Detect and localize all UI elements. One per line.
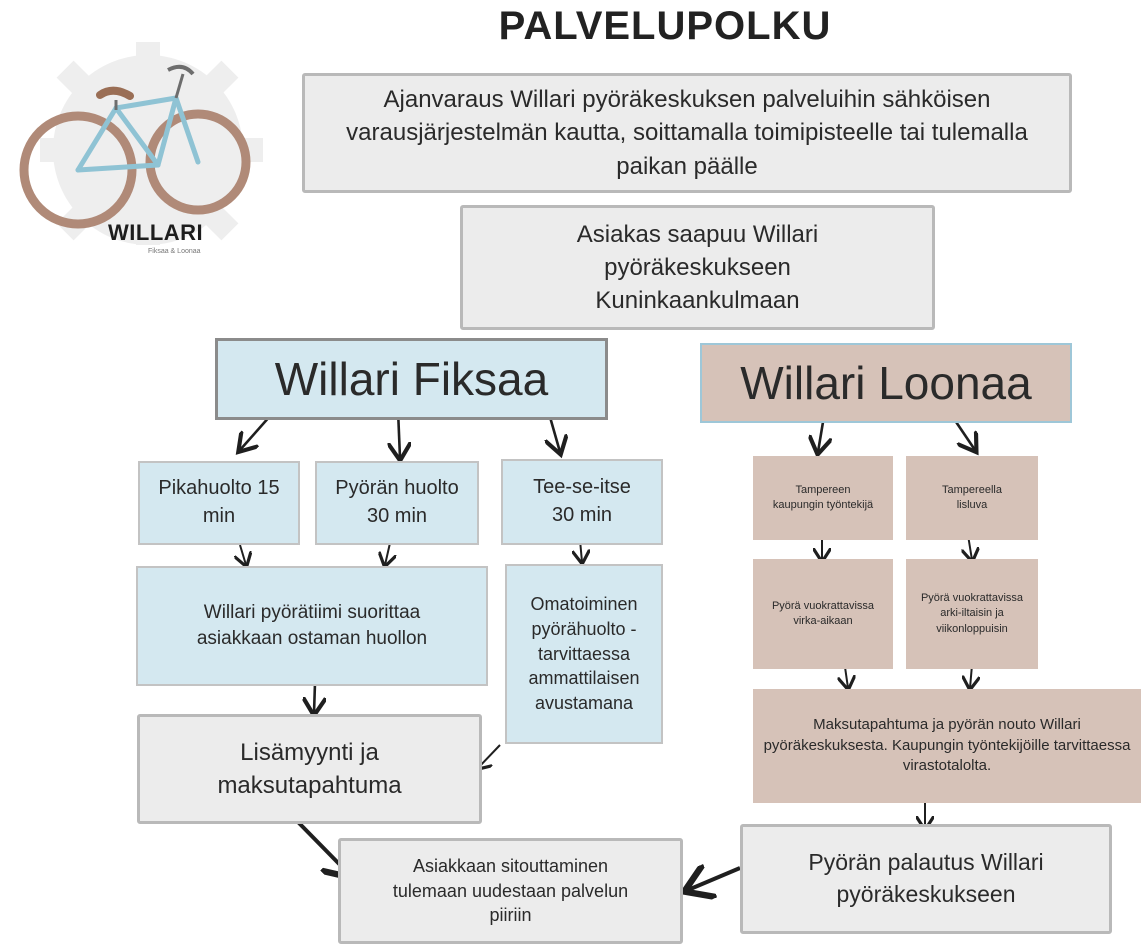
willari-logo: WILLARI Fiksaa & Loonaa xyxy=(8,40,270,255)
commitment-text: Asiakkaan sitouttaminen tulemaan uudesta… xyxy=(392,855,629,926)
loonaa-label: Willari Loonaa xyxy=(740,356,1032,409)
city-worker-text: Tampereen kaupungin työntekijä xyxy=(772,483,874,511)
arrow-pika-team xyxy=(240,544,246,565)
arrow-return-commitment xyxy=(688,868,741,890)
tee-se-itse-text: Tee-se-itse 30 min xyxy=(533,476,631,526)
rent-office-hours-text: Pyörä vuokrattavissa virka-aikaan xyxy=(771,599,875,627)
pikahuolto-box: Pikahuolto 15 min xyxy=(138,461,300,545)
booking-text: Ajanvaraus Willari pyöräkeskuksen palvel… xyxy=(346,86,1028,180)
tee-se-itse-box: Tee-se-itse 30 min xyxy=(501,459,663,545)
arrow-huolto-team xyxy=(385,542,390,565)
self-service-text: Omatoiminen pyörähuolto - tarvittaessa a… xyxy=(528,593,640,714)
resident-text: Tampereella lisluva xyxy=(942,483,1002,511)
pikahuolto-text: Pikahuolto 15 min xyxy=(158,477,280,527)
booking-box: Ajanvaraus Willari pyöräkeskuksen palvel… xyxy=(302,73,1072,193)
arrow-rent-payment xyxy=(845,666,848,688)
payment-pickup-box: Maksutapahtuma ja pyörän nouto Willari p… xyxy=(753,689,1141,803)
commitment-box: Asiakkaan sitouttaminen tulemaan uudesta… xyxy=(338,838,683,944)
team-service-box: Willari pyörätiimi suorittaa asiakkaan o… xyxy=(136,566,488,686)
rent-evenings-text: Pyörä vuokrattavissa arki-iltaisin ja vi… xyxy=(920,592,1024,635)
payment-pickup-text: Maksutapahtuma ja pyörän nouto Willari p… xyxy=(763,715,1131,775)
logo-tagline: Fiksaa & Loonaa xyxy=(148,248,201,255)
pyoran-huolto-text: Pyörän huolto 30 min xyxy=(335,477,459,527)
arrival-box: Asiakas saapuu Willari pyöräkeskukseen K… xyxy=(460,205,935,330)
return-box: Pyörän palautus Willari pyöräkeskukseen xyxy=(740,824,1112,934)
pyoran-huolto-box: Pyörän huolto 30 min xyxy=(315,461,479,545)
logo-wordmark: WILLARI xyxy=(108,220,204,245)
rent-office-hours-box: Pyörä vuokrattavissa virka-aikaan xyxy=(753,559,893,669)
return-text: Pyörän palautus Willari pyöräkeskukseen xyxy=(808,849,1044,907)
fiksaa-header: Willari Fiksaa xyxy=(215,338,608,420)
page-title: PALVELUPOLKU xyxy=(498,4,832,48)
fiksaa-label: Willari Fiksaa xyxy=(274,352,549,405)
rent-evenings-box: Pyörä vuokrattavissa arki-iltaisin ja vi… xyxy=(906,559,1038,669)
team-service-text: Willari pyörätiimi suorittaa asiakkaan o… xyxy=(196,601,428,649)
loonaa-header: Willari Loonaa xyxy=(700,343,1072,423)
city-worker-box: Tampereen kaupungin työntekijä xyxy=(753,456,893,540)
bicycle-gear-logo-icon xyxy=(19,42,263,245)
upsell-text: Lisämyynti ja maksutapahtuma xyxy=(217,738,402,799)
resident-box: Tampereella lisluva xyxy=(906,456,1038,540)
arrow-team-upsell xyxy=(314,682,315,713)
self-service-box: Omatoiminen pyörähuolto - tarvittaessa a… xyxy=(505,564,663,744)
arrival-text: Asiakas saapuu Willari pyöräkeskukseen K… xyxy=(576,220,819,315)
upsell-box: Lisämyynti ja maksutapahtuma xyxy=(137,714,482,824)
